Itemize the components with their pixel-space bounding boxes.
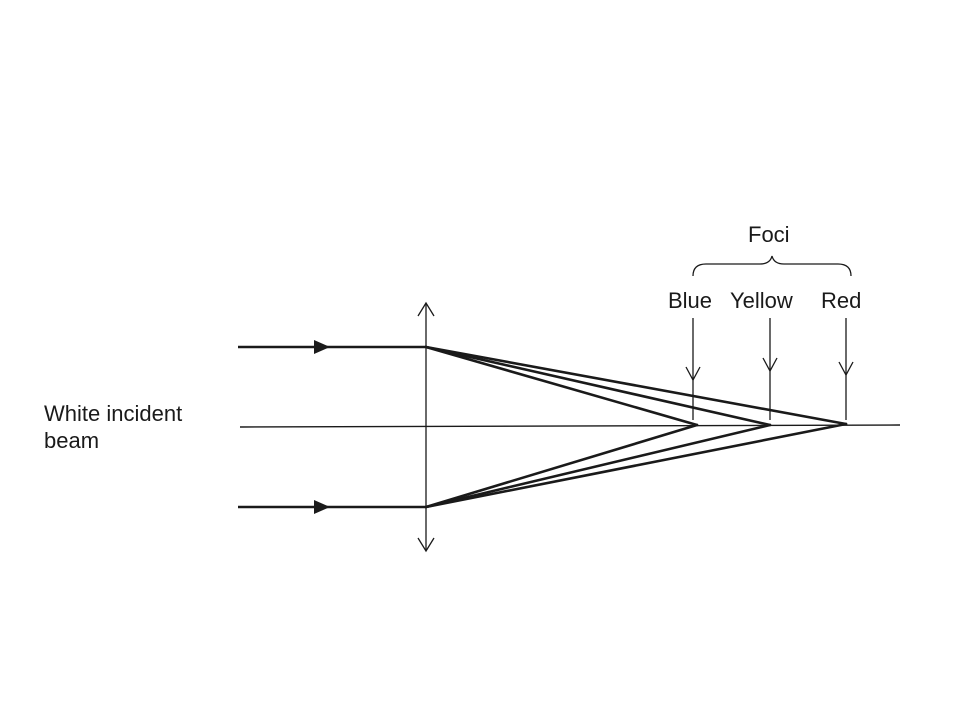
red-focus-arrow xyxy=(838,318,854,420)
incident-beam-top xyxy=(238,340,426,354)
optical-axis xyxy=(239,424,901,428)
blue-label: Blue xyxy=(668,288,712,313)
yellow-focus-arrow xyxy=(762,318,778,420)
yellow-rays xyxy=(424,345,772,509)
converging-lens xyxy=(417,301,435,553)
incident-beam-bottom xyxy=(238,500,426,514)
foci-label: Foci xyxy=(748,222,790,247)
incident-beam-label-line2: beam xyxy=(44,428,99,453)
red-label: Red xyxy=(821,288,861,313)
yellow-label: Yellow xyxy=(730,288,793,313)
blue-focus-arrow xyxy=(685,318,701,420)
foci-brace xyxy=(692,255,852,277)
blue-rays xyxy=(424,345,699,509)
red-rays xyxy=(424,345,848,509)
incident-beam-label-line1: White incident xyxy=(44,401,182,426)
